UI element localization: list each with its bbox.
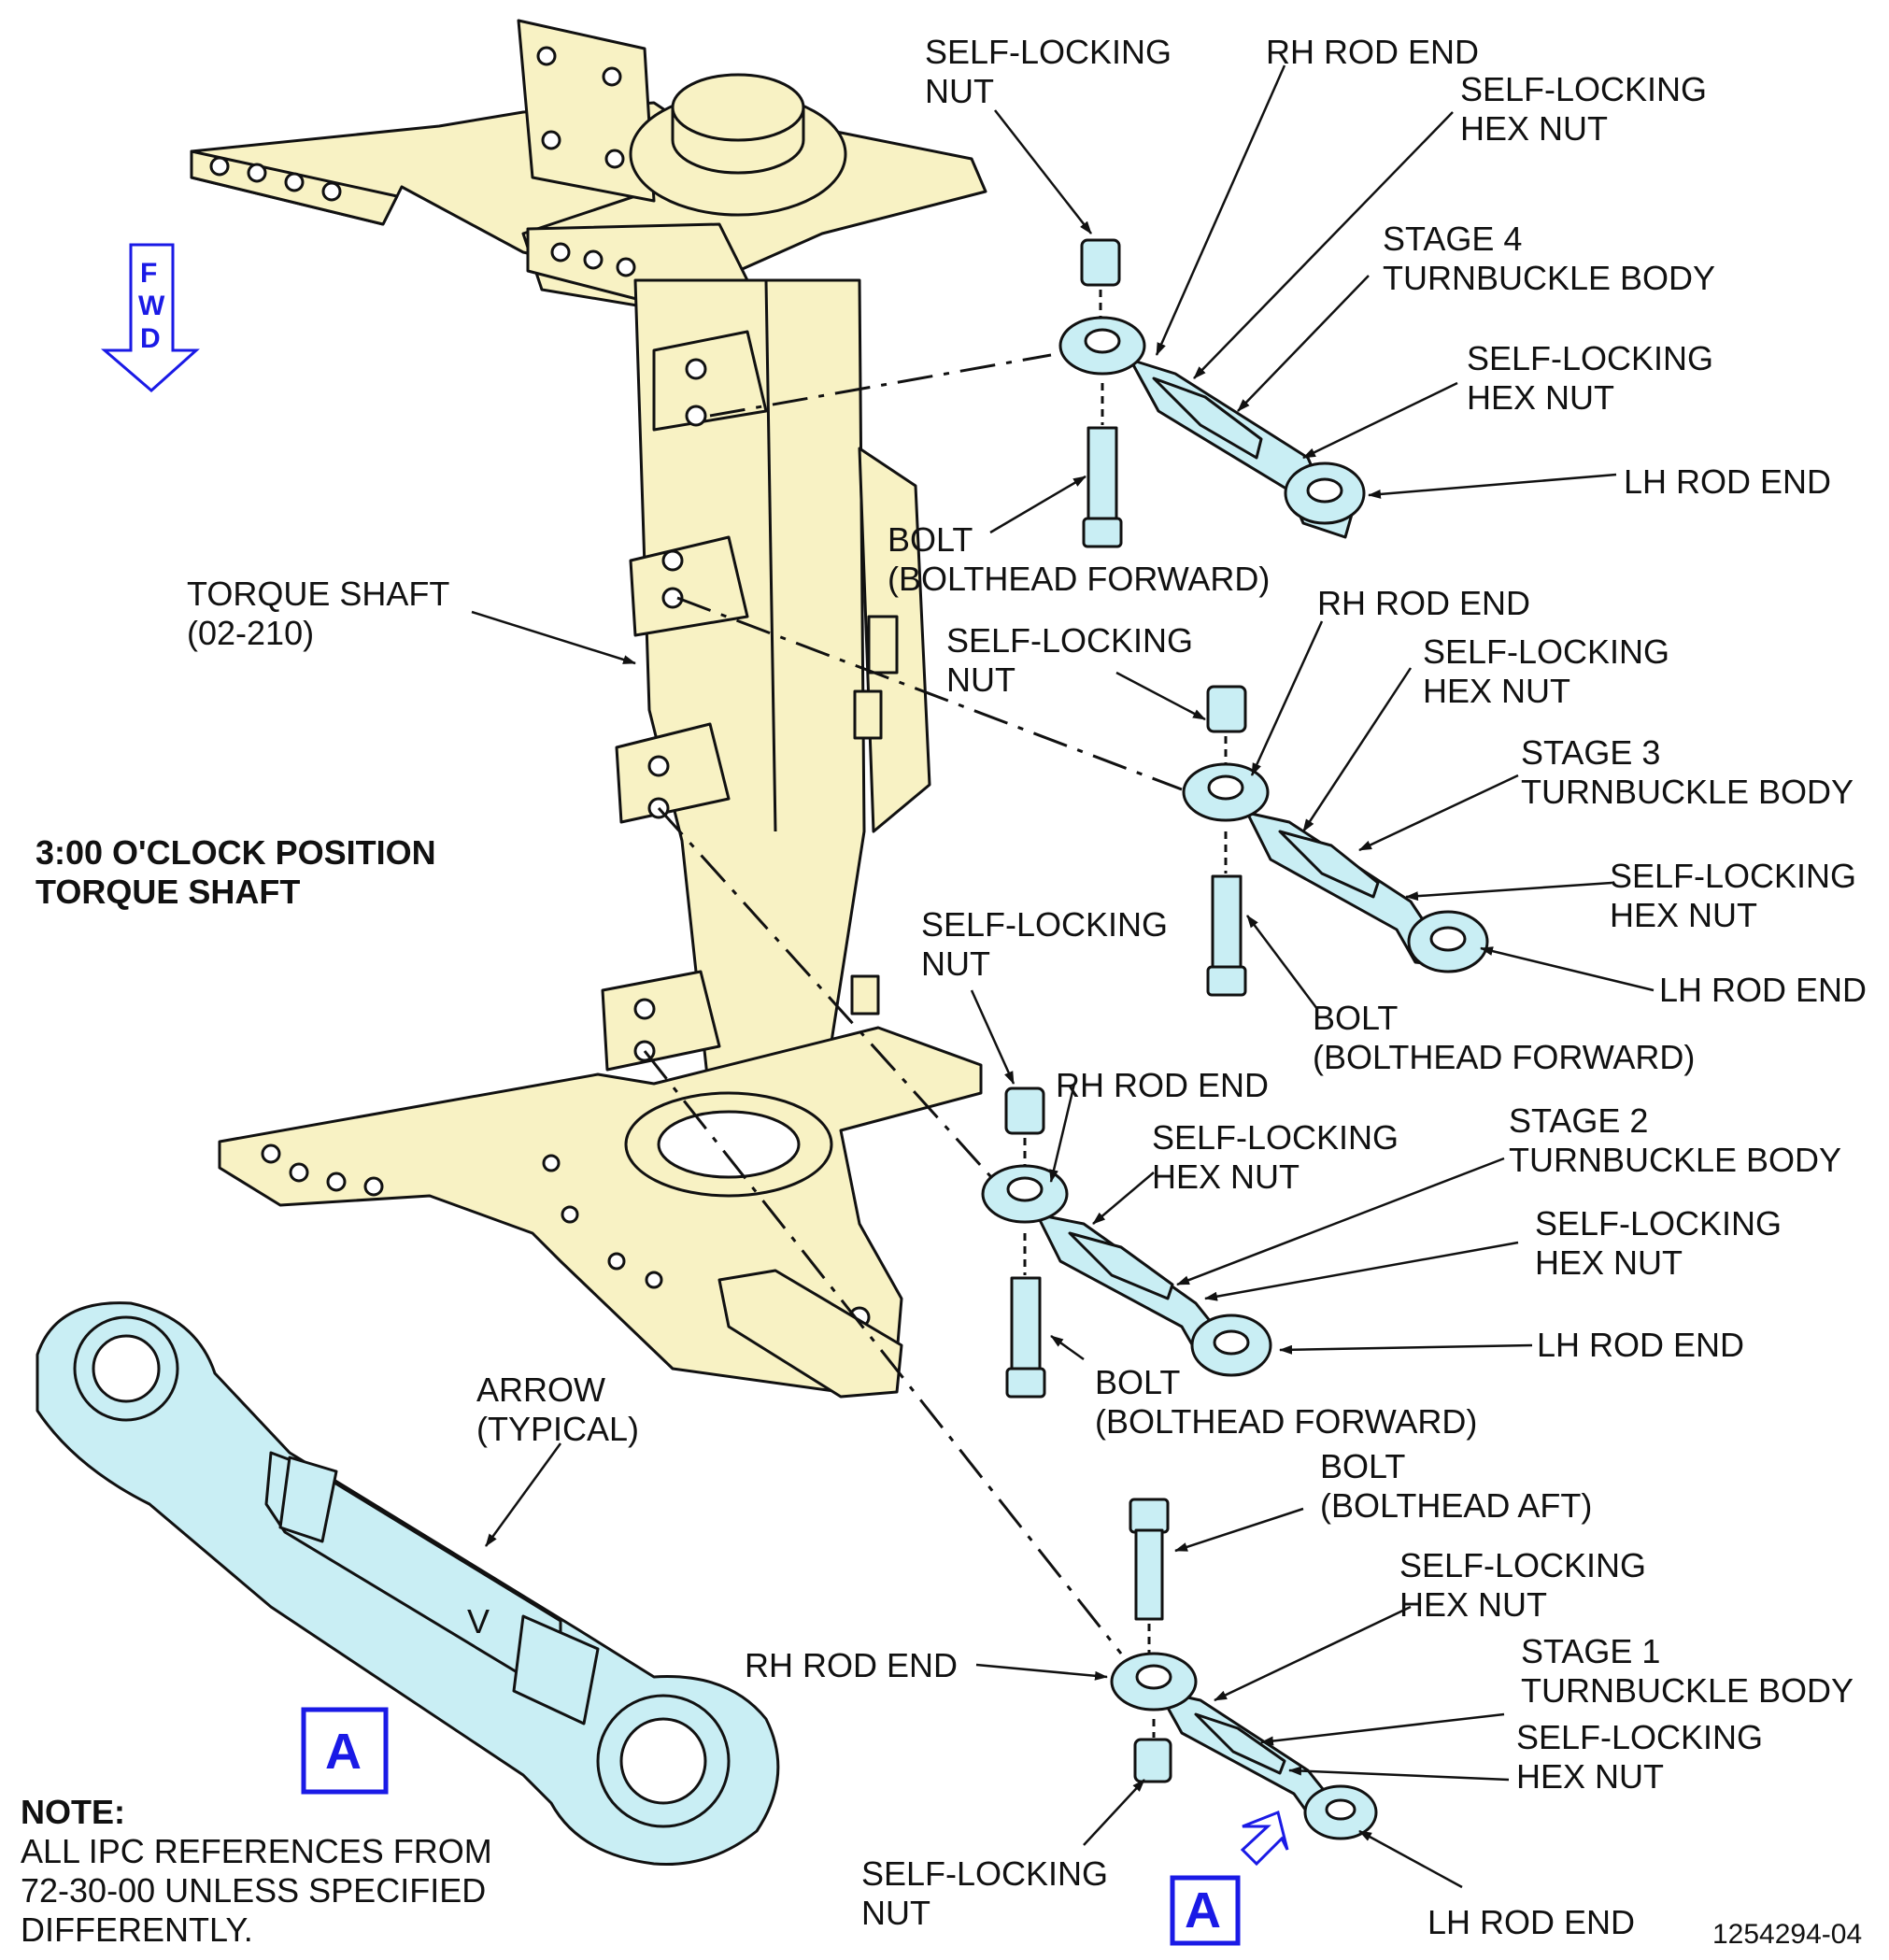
detail-a-turnbuckle: V (36, 1301, 780, 1867)
fwd-letter-w: W (138, 291, 165, 321)
stage4-turnbuckle (1058, 238, 1366, 548)
fwd-letter-d: D (140, 323, 161, 354)
stage3-rh-rod-end-label: RH ROD END (1317, 584, 1530, 622)
stage2-turnbuckle (981, 1087, 1272, 1399)
torque-shaft-label: TORQUE SHAFT(02-210) (187, 575, 449, 652)
detail-letter-small: A (1185, 1882, 1221, 1939)
stage1-bolt-label: BOLT(BOLTHEAD AFT) (1320, 1447, 1592, 1525)
stage1-lh-rod-end-label: LH ROD END (1427, 1903, 1635, 1941)
detail-a-callouts: A A (301, 1707, 1289, 1946)
detail-letter-large: A (325, 1724, 362, 1780)
stage2-rh-rod-end-label: RH ROD END (1056, 1066, 1269, 1104)
arrow-glyph: V (467, 1602, 490, 1640)
stage4-rh-rod-end-label: RH ROD END (1266, 33, 1479, 71)
arrow-typical-label: ARROW(TYPICAL) (476, 1371, 639, 1448)
stage4-lh-rod-end-label: LH ROD END (1624, 462, 1831, 501)
center-lines (643, 353, 1183, 1655)
view-direction-arrow (1240, 1810, 1289, 1867)
stage1-turnbuckle (1110, 1498, 1378, 1840)
stage1-rh-rod-end-label: RH ROD END (745, 1646, 958, 1684)
stage3-bolt-label: BOLT(BOLTHEAD FORWARD) (1313, 999, 1695, 1076)
stage2-bolt-label: BOLT(BOLTHEAD FORWARD) (1095, 1363, 1477, 1441)
stage4-bolt-label: BOLT(BOLTHEAD FORWARD) (888, 520, 1270, 598)
stage3-lh-rod-end-label: LH ROD END (1659, 971, 1867, 1009)
note-title: NOTE: (21, 1793, 125, 1831)
stage2-lh-rod-end-label: LH ROD END (1537, 1326, 1744, 1364)
torque-shaft-assembly (190, 19, 987, 1399)
figure-id: 1254294-04 (1712, 1919, 1862, 1950)
stage3-turnbuckle (1182, 685, 1489, 997)
fwd-arrow: F W D (100, 243, 200, 392)
leader-lines (471, 64, 1655, 1889)
fwd-letter-f: F (140, 258, 157, 289)
